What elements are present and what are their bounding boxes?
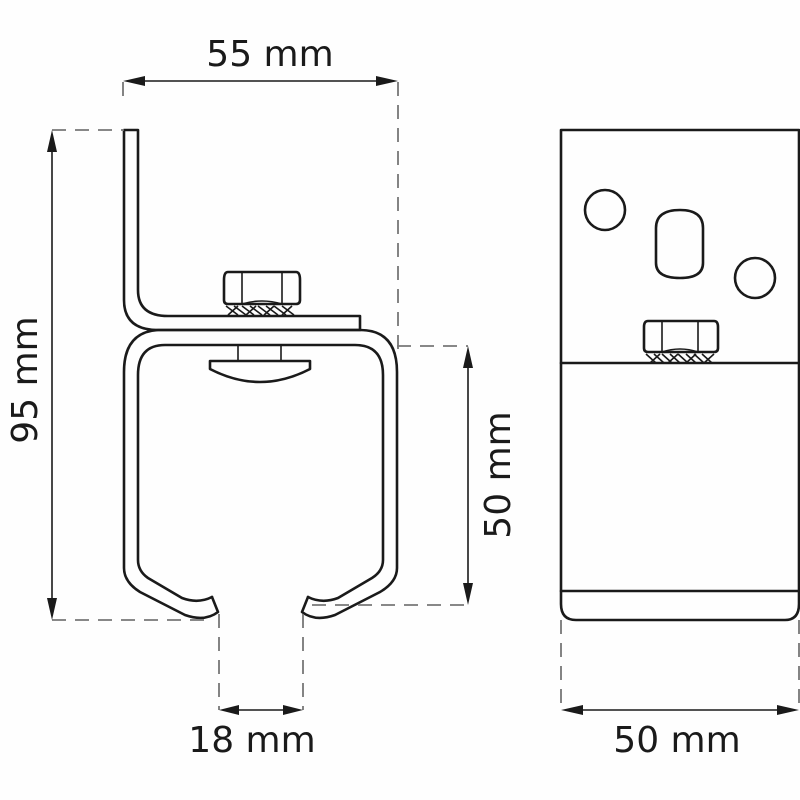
c-profile-outer <box>122 328 399 620</box>
mounting-slot <box>654 208 705 280</box>
dimension-18mm <box>218 614 304 715</box>
label-95mm: 95 mm <box>5 316 46 443</box>
side-view <box>122 128 399 620</box>
bolt-head <box>208 359 312 384</box>
mounting-hole-left <box>583 188 627 232</box>
mounting-hole-right <box>733 256 777 300</box>
hex-nut-side <box>222 270 302 316</box>
mounting-plate-outline <box>122 128 362 332</box>
label-50mm-horizontal: 50 mm <box>613 720 740 761</box>
label-18mm: 18 mm <box>188 720 315 761</box>
dimension-50mm-horizontal <box>560 620 800 715</box>
dimension-95mm <box>47 129 210 621</box>
hex-nut-front <box>642 319 720 364</box>
dimension-55mm <box>122 76 399 350</box>
dimension-50mm-vertical <box>312 345 473 606</box>
label-50mm-vertical: 50 mm <box>478 411 519 538</box>
label-55mm: 55 mm <box>206 34 333 75</box>
front-plate-outline <box>559 128 800 622</box>
front-view <box>559 128 800 622</box>
